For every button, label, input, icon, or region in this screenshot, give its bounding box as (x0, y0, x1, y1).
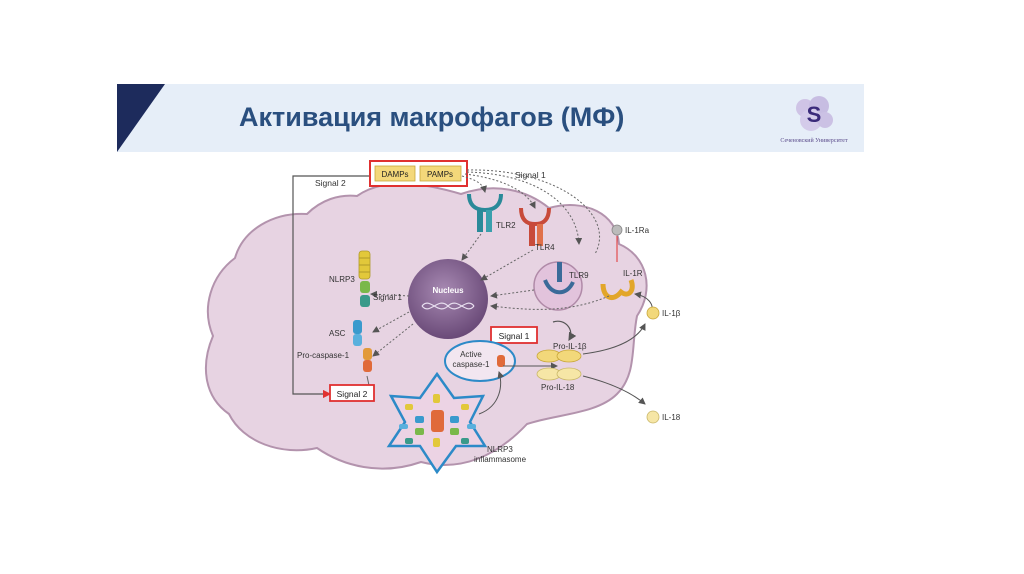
procaspase-protein-icon (363, 348, 372, 372)
il18-molecule-icon (646, 410, 660, 424)
header-band (117, 84, 864, 152)
tlr9-receptor-icon (543, 262, 575, 295)
procaspase-label: Pro-caspase-1 (297, 351, 350, 360)
asc-label: ASC (329, 329, 346, 338)
dna-helix-icon (421, 302, 475, 310)
il1r-receptor-icon (600, 279, 635, 301)
pro-il18-icon (536, 367, 582, 381)
macrophage-diagram: Signal 2 DAMPs PAMPs Signal 1 TLR2 TLR4 … (204, 160, 681, 475)
il1b-label: IL-1β (662, 309, 681, 318)
il1b-secretion-arrow (582, 323, 646, 355)
tlr2-receptor-icon (467, 193, 503, 232)
corner-decoration (117, 84, 165, 152)
nlrp3-label: NLRP3 (329, 275, 355, 284)
slide-title: Активация макрофагов (МФ) (239, 102, 625, 132)
tlr2-label: TLR2 (496, 221, 516, 230)
nucleus (408, 259, 488, 339)
il1r-label: IL-1R (623, 269, 643, 278)
nucleus-label: Nucleus (432, 286, 464, 295)
signal1-boxed-label: Signal 1 (499, 331, 530, 341)
il18-secretion-arrow (582, 375, 646, 405)
asc-protein-icon (353, 320, 362, 346)
damps-label: DAMPs (381, 170, 408, 179)
inflammasome-components (399, 394, 476, 447)
active-caspase-protein-icon (497, 355, 505, 367)
signal2-boxed-label: Signal 2 (337, 389, 368, 399)
il1ra-molecule-icon (611, 224, 623, 236)
damps-chip (374, 165, 416, 182)
signal1-nlrp3-label: Signal 1 (373, 293, 402, 302)
active-caspase-ellipse (444, 340, 516, 382)
signal1-box (490, 326, 538, 344)
il18-label: IL-18 (662, 413, 681, 422)
active-caspase-label-line2: caspase-1 (453, 360, 490, 369)
pamps-chip (419, 165, 462, 182)
signal1-top-label: Signal 1 (515, 170, 546, 180)
ligand-arrows (461, 169, 601, 255)
pamps-label: PAMPs (427, 170, 453, 179)
tlr4-receptor-icon (519, 207, 551, 246)
inflammasome-label-line1: NLRP3 (487, 445, 513, 454)
inflammasome-label-line2: inflammasome (474, 455, 527, 464)
il1ra-label: IL-1Ra (625, 226, 650, 235)
active-caspase-label-line1: Active (460, 350, 482, 359)
inflammasome-activation-arrow (478, 371, 505, 415)
il1b-molecule-icon (646, 306, 660, 320)
pro-il1b-label: Pro-IL-1β (553, 342, 587, 351)
pro-il1b-icon (536, 349, 582, 363)
nlrp3-protein-icon (358, 250, 371, 307)
university-logo: S Сеченовский Университет (769, 92, 859, 150)
logo-mark-icon: S (796, 96, 833, 131)
signal2-top-label: Signal 2 (315, 178, 346, 188)
pro-il18-label: Pro-IL-18 (541, 383, 575, 392)
tlr9-label: TLR9 (569, 271, 589, 280)
tlr4-label: TLR4 (535, 243, 555, 252)
logo-text: Сеченовский Университет (780, 138, 848, 144)
logo-letter: S (807, 102, 822, 127)
cycle-arrow-icon (552, 320, 577, 342)
signal2-box (329, 384, 375, 402)
nucleus-arrows (370, 233, 610, 357)
signal2-pathway-line (292, 175, 370, 399)
